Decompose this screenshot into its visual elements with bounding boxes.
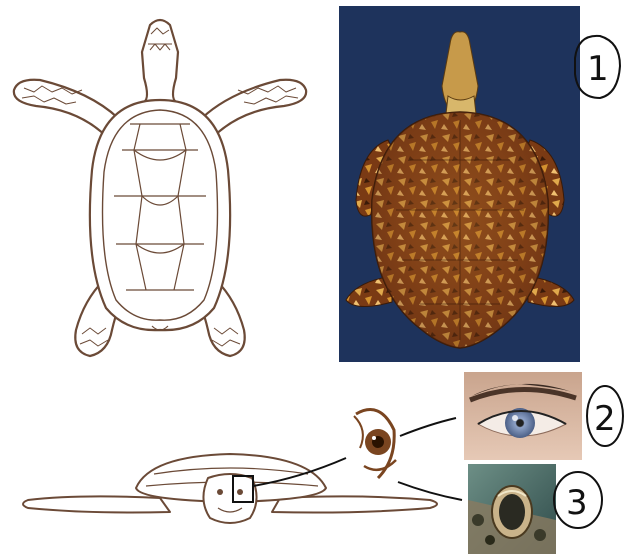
turtle-line-drawing-front-view: [23, 454, 437, 523]
label-1-text: 1: [587, 49, 609, 89]
pointer-line-turtle-eye: [398, 482, 462, 500]
pointer-line-human-eye: [400, 418, 456, 436]
human-eye-photo: [464, 372, 582, 460]
label-1: 1: [575, 36, 620, 98]
label-2: 2: [587, 386, 623, 446]
label-3-text: 3: [566, 483, 588, 523]
eye-closeup-drawing: [354, 410, 396, 478]
label-3: 3: [554, 472, 602, 528]
hawksbill-turtle-photo: [339, 6, 580, 362]
turtle-line-drawing-top-view: [14, 20, 306, 356]
turtle-eye-photo: [468, 464, 556, 554]
label-2-text: 2: [594, 399, 616, 439]
